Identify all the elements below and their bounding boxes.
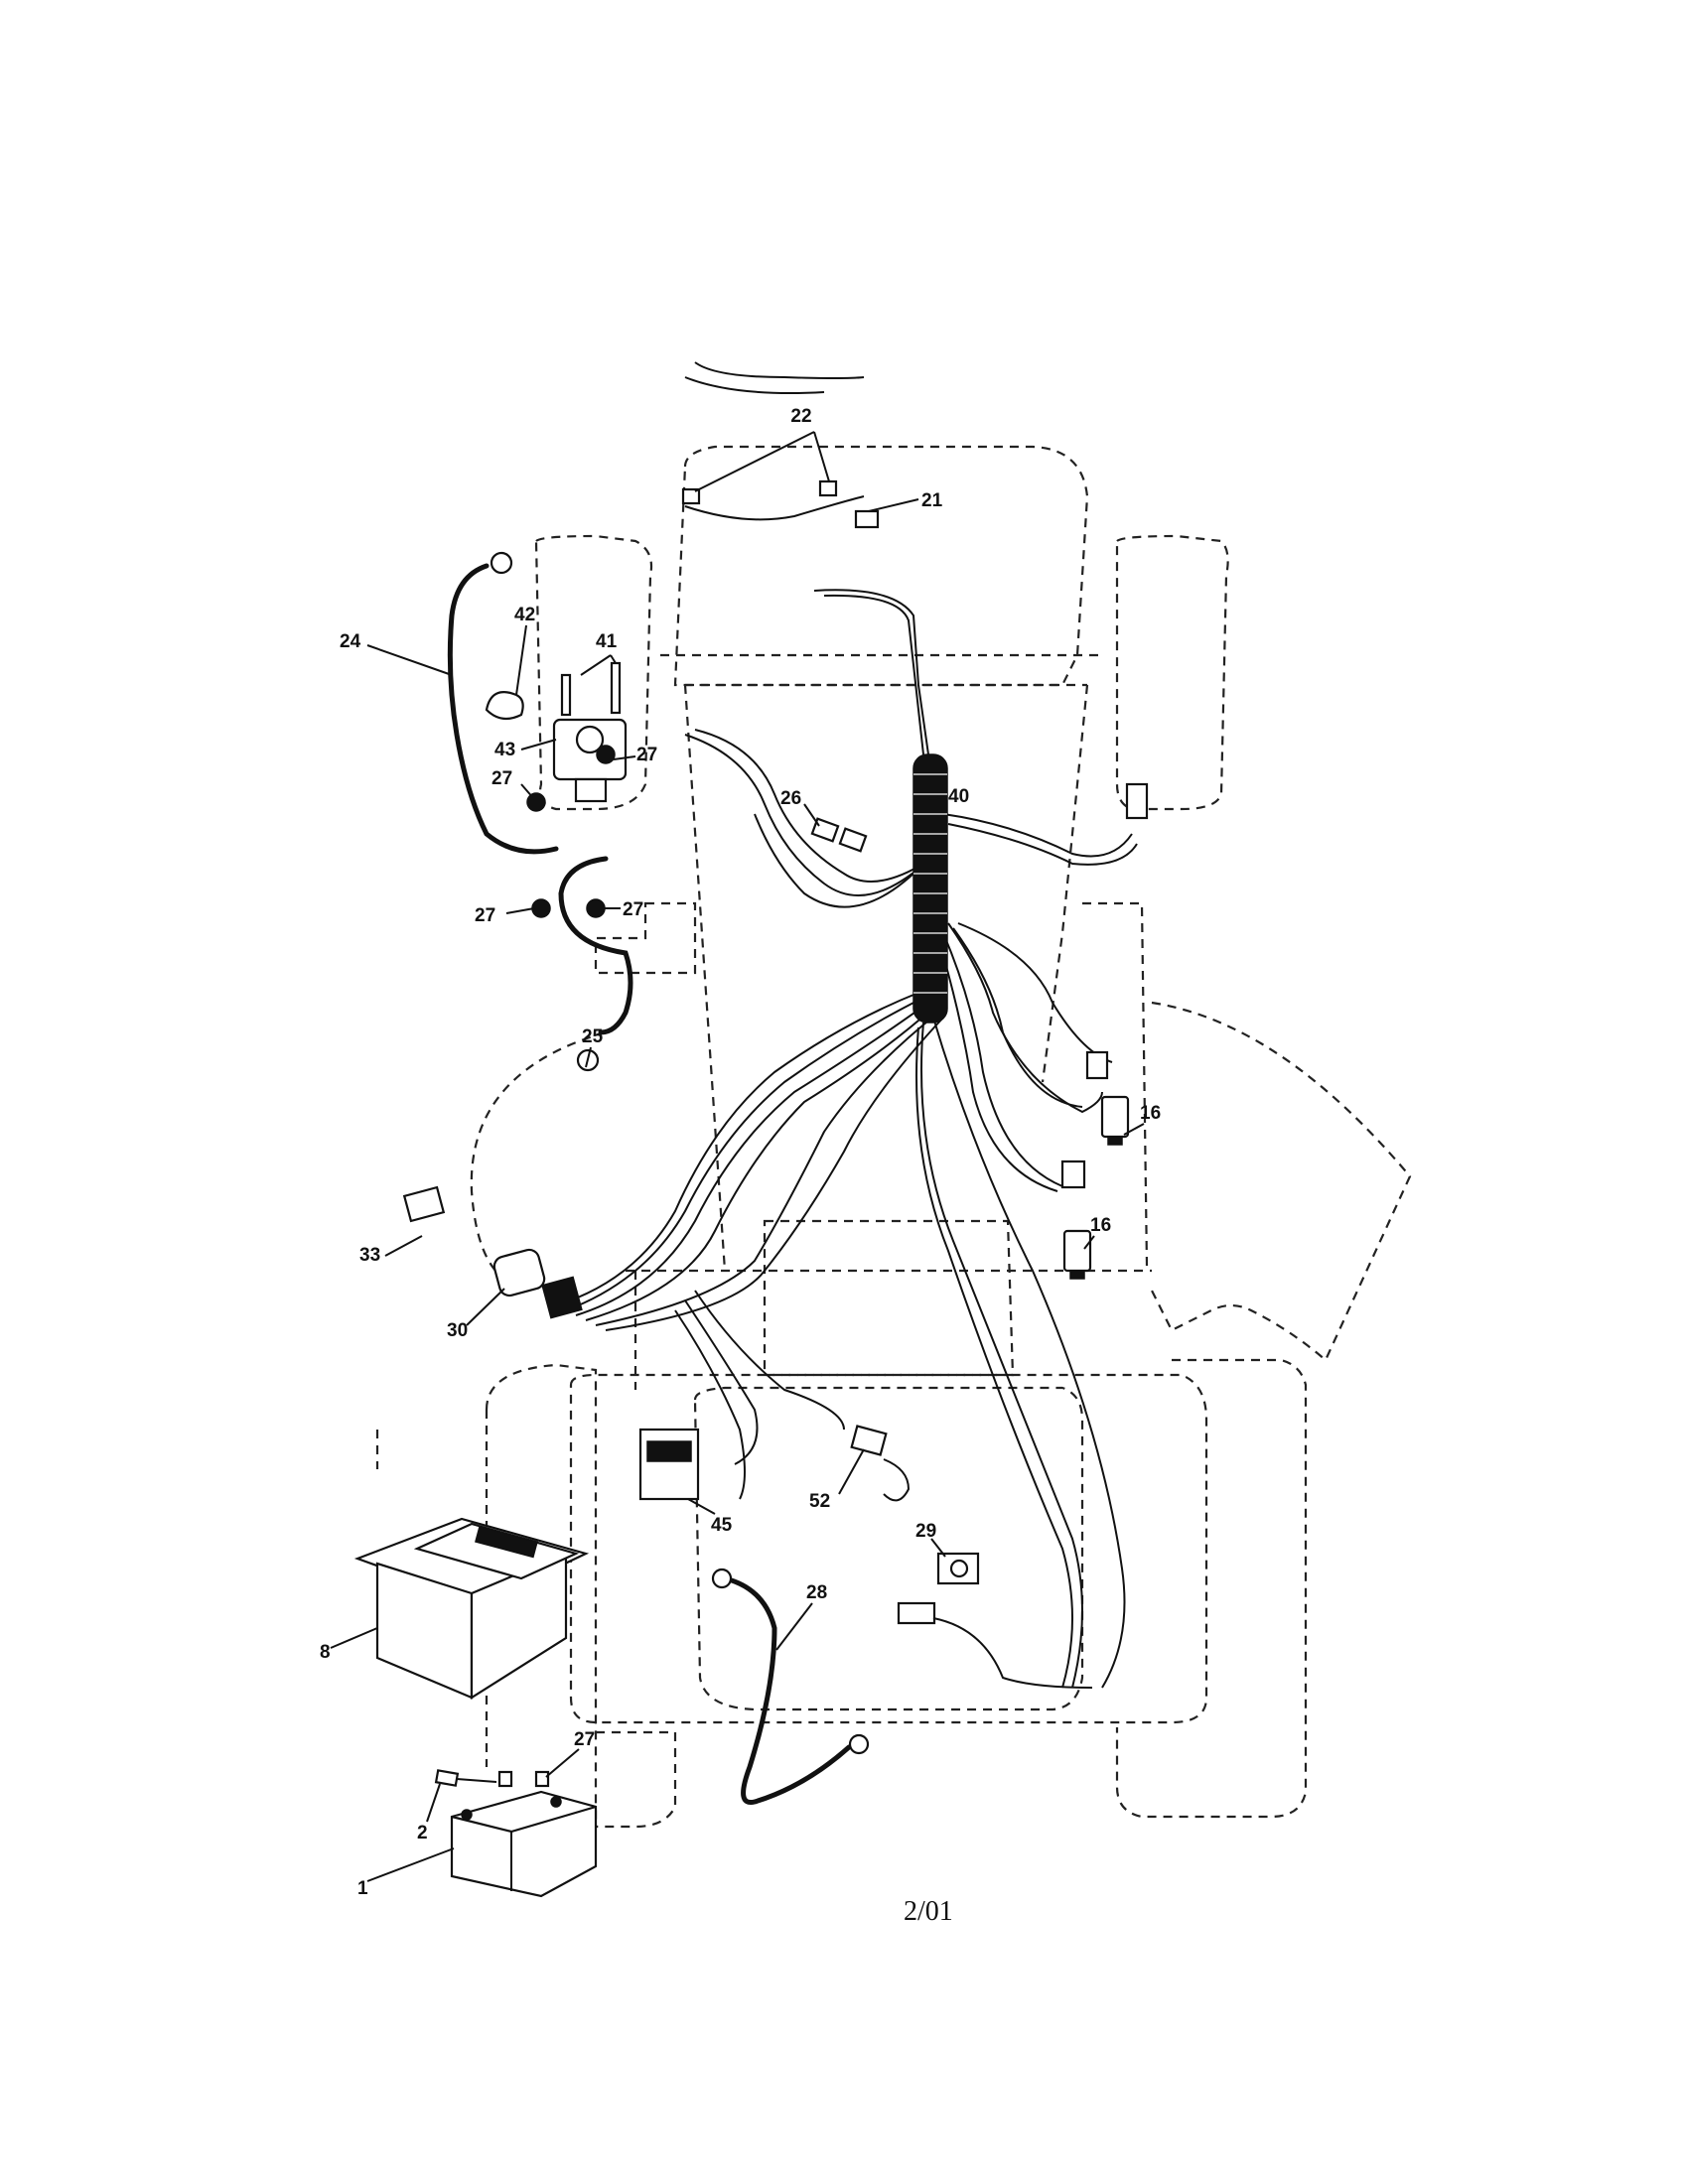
callout-24: 24 [340,631,361,652]
switch-52 [850,1425,911,1502]
revision-date: 2/01 [904,1896,953,1927]
callout-27-lower-right: 27 [623,899,643,920]
main-wire-harness [555,361,1138,1689]
callout-22: 22 [790,406,811,427]
callout-26: 26 [780,788,801,809]
callout-8: 8 [320,1642,331,1663]
terminal-hardware-2 [434,1769,550,1788]
headlight-assembly [681,479,880,529]
connector-lower-right [1060,1160,1086,1189]
callout-30: 30 [447,1320,468,1341]
tractor-outline [375,445,1412,1842]
ground-cable-28 [722,1575,852,1806]
callout-2: 2 [417,1823,428,1843]
battery-cable-25 [558,856,633,1035]
callout-leaders [330,431,1145,1882]
callout-27-lower-left: 27 [475,905,495,926]
callout-33: 33 [359,1245,380,1266]
callout-labels: 22 21 42 41 24 43 27 27 27 27 26 40 25 1… [320,406,1161,1899]
ignition-switch-30 [492,1248,583,1319]
callout-27-battery: 27 [574,1729,595,1750]
callout-16-upper: 16 [1140,1103,1161,1124]
callout-28: 28 [806,1582,827,1603]
harness-sleeve [912,753,948,1024]
callout-29: 29 [915,1521,936,1542]
callout-16-lower: 16 [1090,1215,1111,1236]
starter-solenoid [526,661,628,918]
connector-hood-right [1125,782,1149,820]
terminal-boot-42 [485,691,524,721]
callout-40: 40 [948,786,969,807]
callout-21: 21 [921,490,943,511]
callout-27-upper-left: 27 [491,768,512,789]
module-45 [638,1428,700,1501]
component-29 [897,1552,1093,1689]
callout-45: 45 [711,1515,733,1536]
callout-42: 42 [514,605,535,625]
callout-41: 41 [596,631,618,652]
callout-1: 1 [357,1878,368,1899]
battery-cable-24 [447,563,559,855]
fuse-33 [402,1185,446,1223]
connector-upper-right [1085,1050,1109,1080]
terminal-ring-24 [490,551,513,575]
interlock-switch-16-upper [1100,1095,1130,1146]
callout-25: 25 [582,1026,604,1047]
connector-26 [810,817,868,853]
battery-1 [450,1790,598,1898]
terminal-ring-28b [848,1733,870,1755]
interlock-switch-16-lower [1062,1229,1092,1280]
callout-27-upper-right: 27 [636,745,657,765]
callout-43: 43 [494,740,515,760]
callout-52: 52 [809,1491,830,1512]
terminal-ring-28a [711,1568,733,1589]
battery-box-8 [353,1517,590,1700]
